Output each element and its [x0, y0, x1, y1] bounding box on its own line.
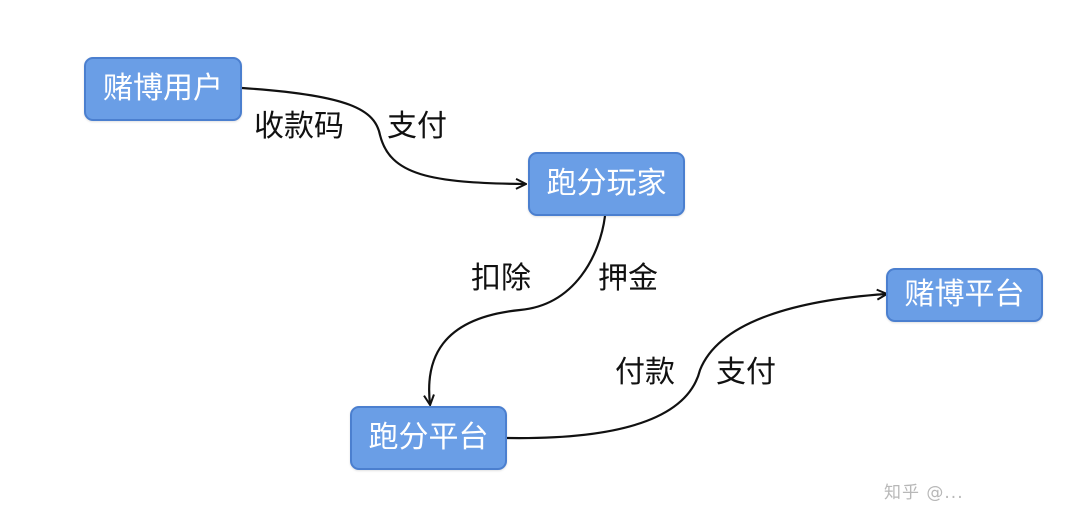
edge-user-to-runner: [241, 86, 525, 184]
node-score-runner: 跑分玩家: [528, 152, 685, 216]
edge-label-qrcode: 收款码: [254, 109, 344, 144]
node-gambling-user: 赌博用户: [84, 57, 242, 121]
edge-label-pay-2: 支付: [716, 355, 776, 390]
edge-label-pay-1: 支付: [387, 109, 447, 144]
edge-runner-to-platform: [429, 215, 607, 404]
node-score-platform: 跑分平台: [350, 406, 507, 470]
watermark: 知乎 @...: [884, 483, 964, 503]
edge-label-deduct: 扣除: [471, 261, 531, 296]
edge-label-deposit: 押金: [598, 261, 658, 296]
edge-platform-to-gambling: [506, 294, 886, 440]
edge-label-payment: 付款: [615, 355, 675, 390]
node-gambling-platform: 赌博平台: [886, 268, 1043, 322]
